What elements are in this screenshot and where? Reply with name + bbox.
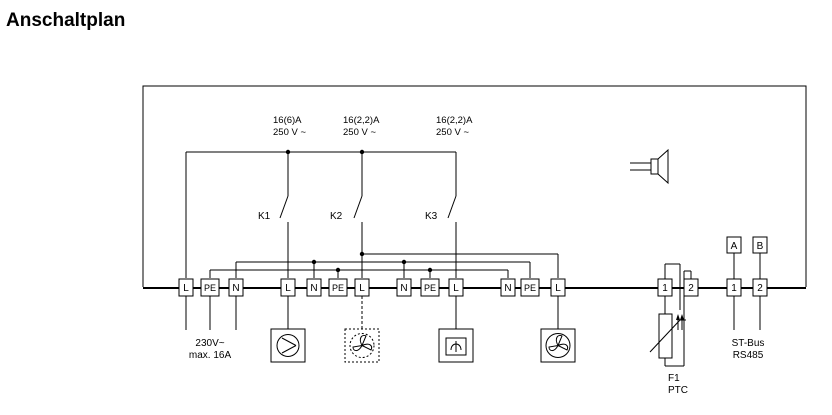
contact-k2-label: K2 [330,211,343,222]
terminal-block-sensor: 1 2 [657,263,699,358]
terminal-bus-b: B [757,241,764,252]
supply-voltage-label: 230V~ [195,338,224,349]
rating-k2-current: 16(2,2)A [343,115,380,126]
terminal-sensor-2: 2 [688,283,694,294]
terminal-bus-2: 2 [757,283,763,294]
fan-dashed-icon [344,328,380,363]
terminal-block-supply: L PE N [178,278,244,297]
valve-actuator-icon [438,328,474,363]
supply-leads [185,296,237,330]
sensor-type-label: PTC [668,385,688,396]
housing-outline [142,85,807,287]
phase-line [185,149,456,278]
terminal-supply-l: L [183,283,189,294]
terminal-out4-l: L [555,283,561,294]
terminal-out2-pe: PE [424,283,436,293]
rating-k3: 16(2,2)A 250 V ~ [436,115,473,138]
rating-k2: 16(2,2)A 250 V ~ [343,115,380,138]
terminal-out3-l: L [453,283,459,294]
terminal-out3-pe: PE [524,283,536,293]
contact-k1-label: K1 [258,211,271,222]
terminal-out2-l: L [359,283,365,294]
terminal-out1-n: N [310,283,317,294]
terminal-supply-n: N [232,283,239,294]
rating-k1: 16(6)A 250 V ~ [273,115,306,138]
supply-fuse-label: max. 16A [189,350,232,361]
terminal-out1-pe: PE [332,283,344,293]
rating-k1-voltage: 250 V ~ [273,127,306,138]
terminal-block-out1: L N PE L [280,278,370,297]
terminal-block-out2: N PE L [396,278,464,297]
terminal-bus-1: 1 [731,283,737,294]
terminal-block-out3: N PE L [500,278,566,297]
sensor-id-label: F1 [668,373,680,384]
terminal-bus-a: A [731,241,738,252]
sensor-label: F1 PTC [668,373,688,396]
pump-icon [270,328,306,363]
contact-k3-label: K3 [425,211,438,222]
ptc-thermistor-icon [649,296,686,367]
relay-k2: K2 [330,152,363,278]
terminal-out3-n: N [504,283,511,294]
terminal-out2-n: N [400,283,407,294]
terminal-block-bus: A B 1 2 [726,236,768,330]
rating-k1-current: 16(6)A [273,115,302,126]
page-title: Anschaltplan [6,10,126,31]
rating-k2-voltage: 250 V ~ [343,127,376,138]
terminal-supply-pe: PE [204,283,216,293]
bus-protocol-label: RS485 [733,350,764,361]
neutral-pe-bridging [209,251,559,278]
terminal-sensor-1: 1 [662,283,668,294]
fan-icon [540,328,576,363]
terminal-out1-l: L [285,283,291,294]
rating-k3-voltage: 250 V ~ [436,127,469,138]
relay-k3: K3 [425,152,457,278]
device-leads [287,296,559,329]
supply-label: 230V~ max. 16A [189,338,232,361]
bus-name-label: ST-Bus [732,338,765,349]
speaker-icon [630,148,669,185]
bus-label: ST-Bus RS485 [732,338,765,361]
relay-k1: K1 [258,152,289,278]
rating-k3-current: 16(2,2)A [436,115,473,126]
